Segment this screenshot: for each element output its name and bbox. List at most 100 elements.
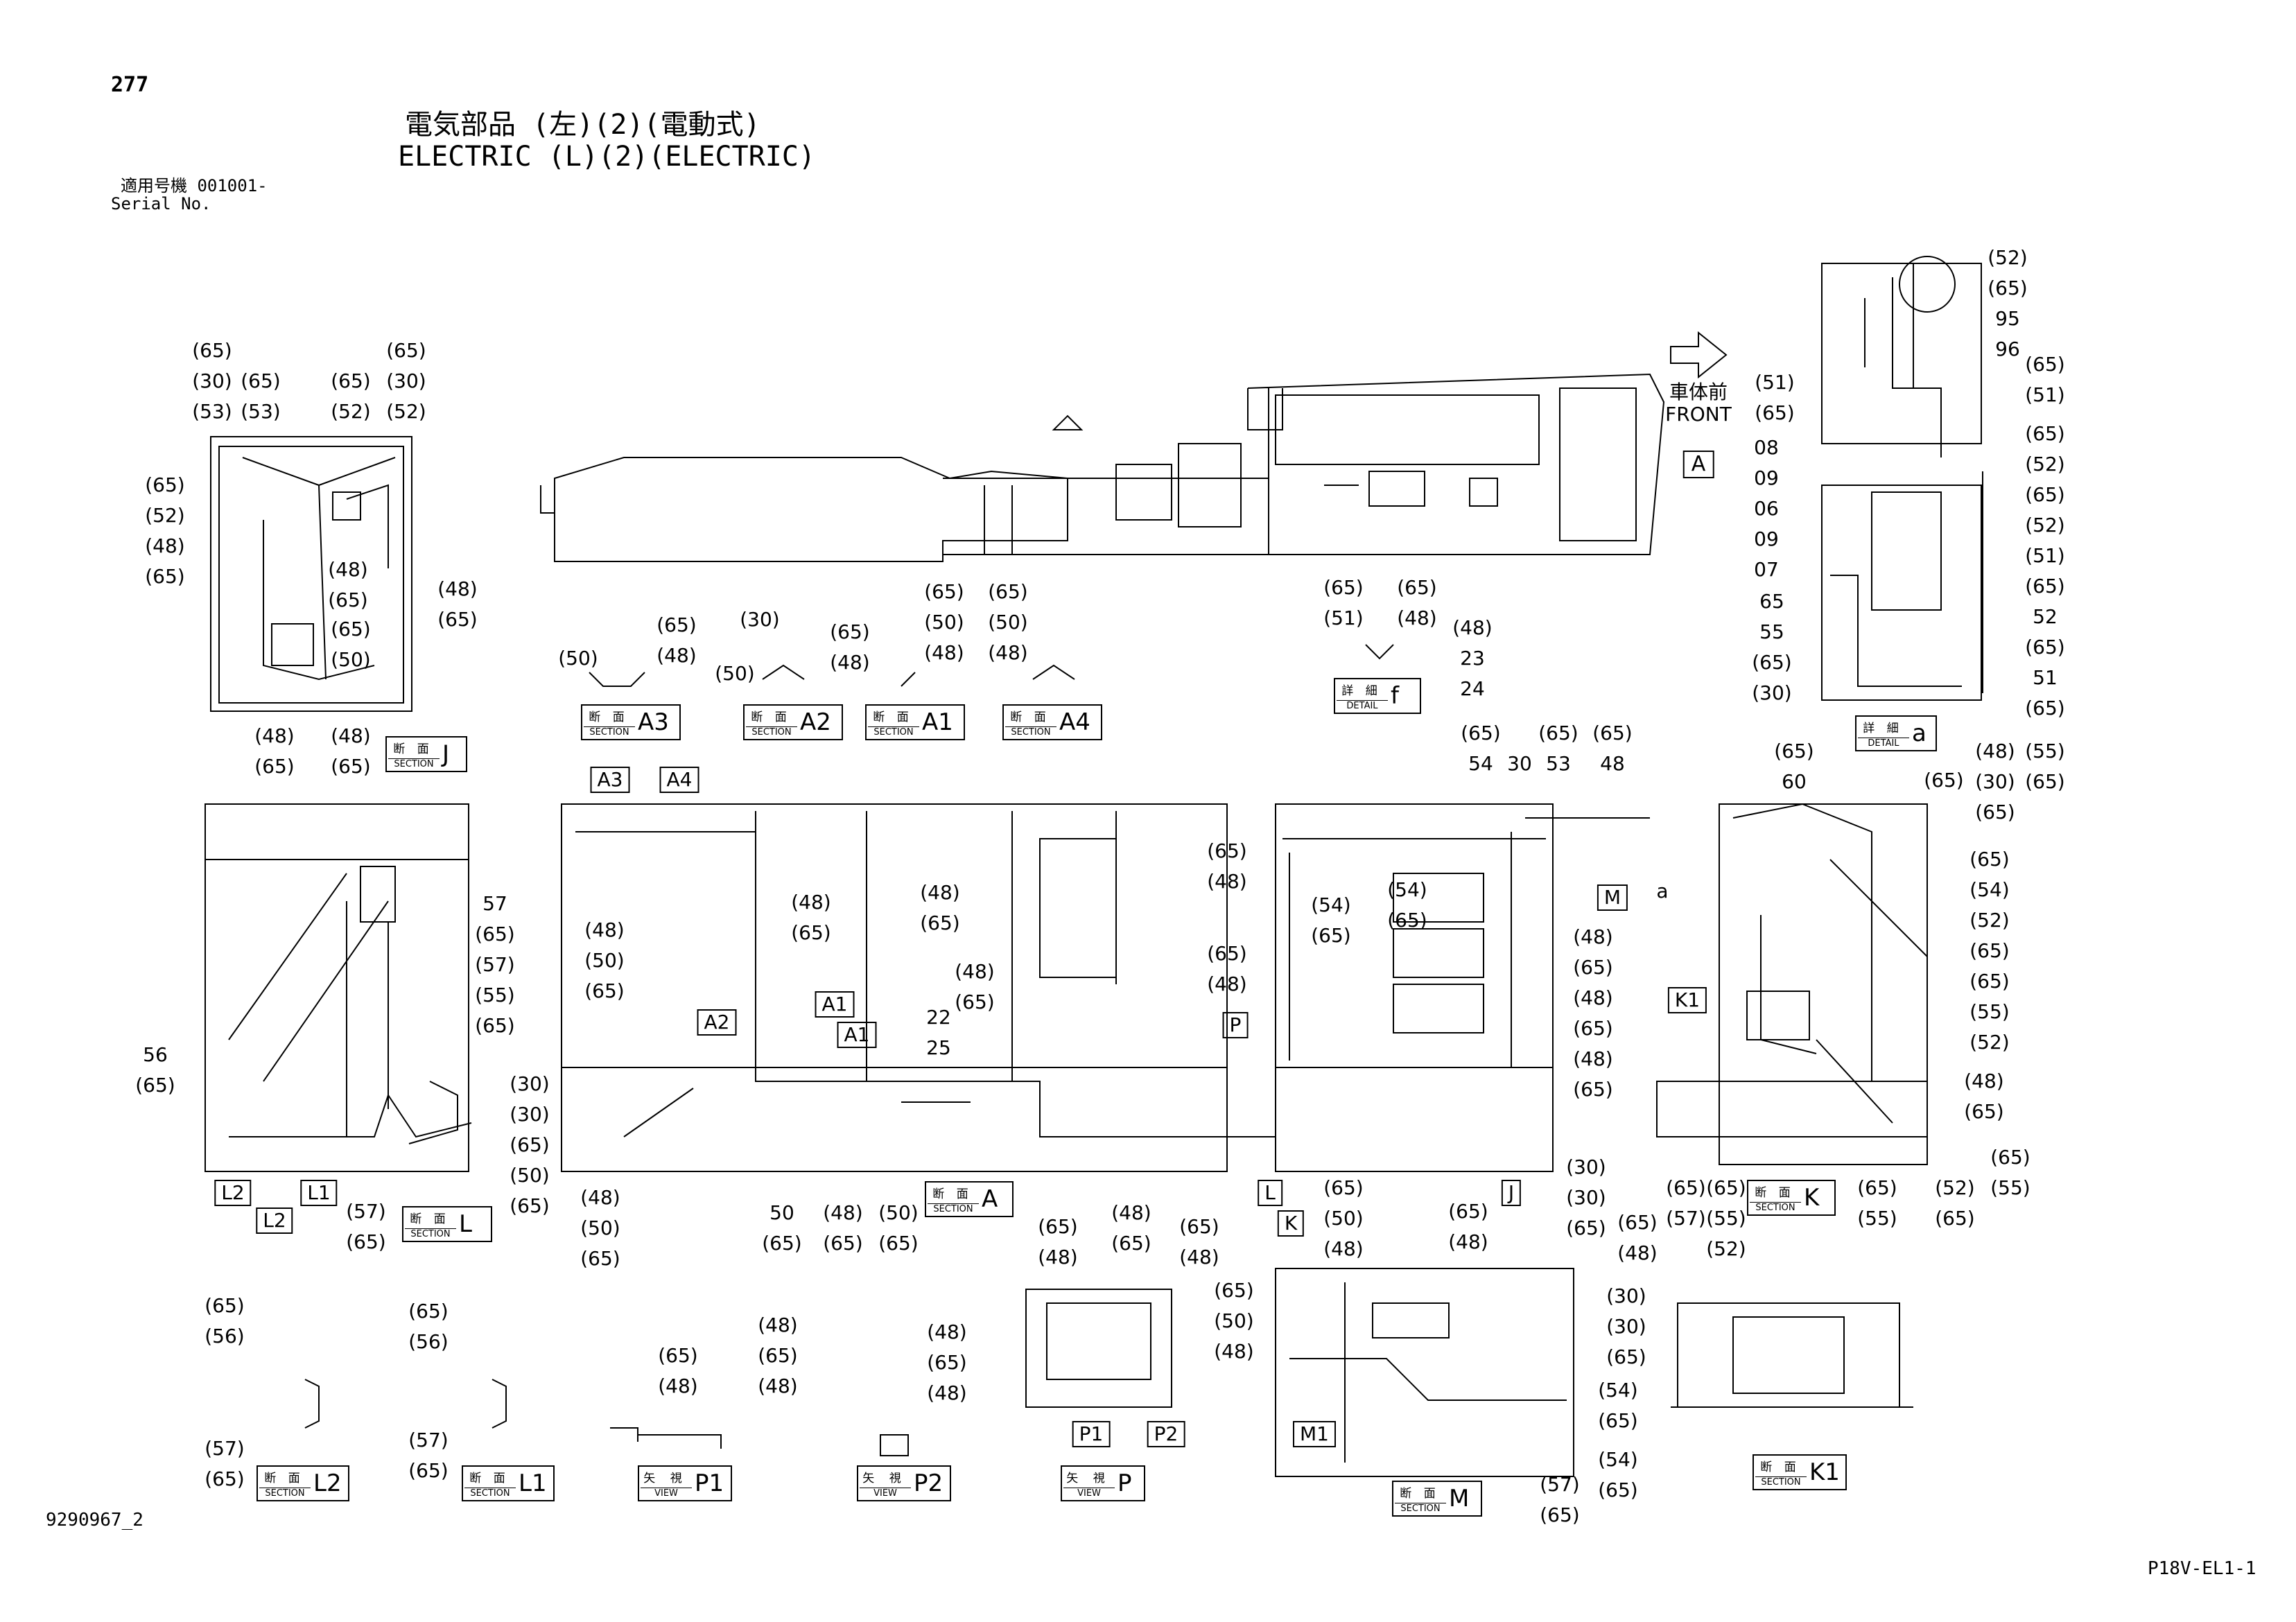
callout-line: (48) xyxy=(955,960,995,983)
callout: (65)(50) xyxy=(331,614,370,675)
callout: (48)(65) xyxy=(328,555,367,616)
callout-line: (48) xyxy=(1573,986,1613,1009)
callout-line: 57 xyxy=(482,892,507,915)
section-l-drawing xyxy=(205,803,472,1172)
callout-line: (65) xyxy=(437,608,478,631)
callout: (57)(65) xyxy=(346,1196,385,1257)
callout-line: (57) xyxy=(1540,1473,1580,1496)
callout-line: (52) xyxy=(2025,453,2065,476)
callout: (65)(52) xyxy=(331,366,370,427)
callout-line: (65) xyxy=(145,565,185,588)
callout-line: (50) xyxy=(1214,1309,1254,1332)
callout: (65) 60 xyxy=(1774,736,1814,797)
callout-line: 52 xyxy=(2033,605,2058,628)
callout-line: (48) xyxy=(791,891,831,914)
callout-line: (65) xyxy=(2025,770,2065,793)
callout: (65)(48) xyxy=(1448,1196,1488,1257)
view-marker: A2 xyxy=(697,1009,737,1036)
serial-label-english: Serial No. xyxy=(111,194,211,213)
section-box-jp: 矢 視 xyxy=(643,1472,688,1485)
callout-line: (65) xyxy=(510,1133,550,1156)
callout-line: (65) xyxy=(927,1351,967,1374)
callout: (48)(65) xyxy=(1964,1066,2003,1127)
callout: (65)(52)(48)(65) xyxy=(145,470,184,592)
section-box-id: f xyxy=(1391,682,1399,710)
front-label-english: FRONT xyxy=(1665,403,1732,426)
callout-line: (57) xyxy=(1666,1207,1706,1230)
callout-line: (65) xyxy=(1969,939,2010,962)
callout: (65)53 xyxy=(1538,718,1578,779)
callout-line: (48) xyxy=(758,1314,798,1336)
section-box-jp: 断 面 xyxy=(932,1187,973,1201)
section-box-id: A3 xyxy=(638,708,669,736)
callout: (65)(56) xyxy=(408,1296,448,1357)
callout: (50) xyxy=(558,647,598,670)
callout: (57)(65) xyxy=(1540,1470,1579,1531)
callout-line: (48) xyxy=(145,534,185,557)
section-box-jp: 断 面 xyxy=(751,710,791,724)
callout-line: (65) xyxy=(1774,740,1814,762)
callout-line: 09 xyxy=(1754,466,1779,489)
callout-line: (48) xyxy=(1573,1047,1613,1070)
callout: (65)54 xyxy=(1461,718,1500,779)
section-box-en: DETAIL xyxy=(1337,700,1388,711)
callout: (52)(65) xyxy=(1935,1173,1974,1234)
callout-line: (52) xyxy=(386,400,426,423)
callout-line: (65) xyxy=(1598,1479,1638,1501)
callout-line: (30) xyxy=(1606,1315,1646,1338)
callout-line: (48) xyxy=(1448,1230,1488,1253)
callout-line: (65) xyxy=(205,1294,245,1317)
callout-line: (48) xyxy=(988,641,1028,664)
callout-line: (65) xyxy=(955,991,995,1013)
callout-line: 60 xyxy=(1782,770,1807,793)
callout-line: (50) xyxy=(580,1216,620,1239)
view-marker: P xyxy=(1222,1012,1249,1038)
callout: (50)(65) xyxy=(878,1198,918,1259)
view-marker: P1 xyxy=(1072,1421,1111,1447)
section-box-id: A xyxy=(982,1185,998,1213)
callout: (54)(65) xyxy=(1387,875,1427,936)
section-box-a1: 断 面 SECTION A1 xyxy=(865,704,965,740)
callout-line: (65) xyxy=(1111,1232,1151,1255)
section-box-jp: 矢 視 xyxy=(1066,1472,1111,1485)
page-number: 277 xyxy=(111,73,149,97)
callout-line: 06 xyxy=(1754,497,1779,520)
section-box-id: A1 xyxy=(922,708,953,736)
view-marker: A3 xyxy=(590,767,630,793)
section-box-en: SECTION xyxy=(1755,1476,1807,1488)
view-marker: A1 xyxy=(815,991,855,1018)
callout-line: (50) xyxy=(331,648,371,671)
main-side-view-drawing xyxy=(540,373,1665,562)
callout-line: (51) xyxy=(1755,371,1795,394)
serial-label-japanese: 適用号機 001001- xyxy=(121,176,268,195)
section-box-en: SECTION xyxy=(464,1488,516,1499)
callout-line: (57) xyxy=(205,1437,245,1460)
callout-line: (30) xyxy=(1975,770,2015,793)
callout: (57)(65) xyxy=(205,1433,244,1494)
callout: (54)(65) xyxy=(1598,1375,1637,1436)
callout: (48)(30)(65) xyxy=(1975,736,2015,828)
view-marker: L2 xyxy=(256,1207,293,1234)
callout-line: (65) xyxy=(1755,401,1795,424)
callout-line: (48) xyxy=(1038,1246,1078,1268)
drawing-number: 9290967_2 xyxy=(46,1510,144,1531)
callout-line: (65) xyxy=(1038,1215,1078,1238)
callout-line: (48) xyxy=(830,651,870,674)
section-box-a3: 断 面 SECTION A3 xyxy=(581,704,681,740)
callout-line: (55) xyxy=(1857,1207,1897,1230)
callout-line: (50) xyxy=(510,1164,550,1187)
callout-line: (65) xyxy=(1207,839,1247,862)
bottom-small-views xyxy=(304,1268,1913,1477)
callout-line: (48) xyxy=(1964,1070,2004,1092)
section-box-a2: 断 面 SECTION A2 xyxy=(743,704,843,740)
view-marker: P2 xyxy=(1147,1421,1185,1447)
section-box-id: M xyxy=(1449,1485,1470,1512)
callout: (48)(65) xyxy=(254,721,294,782)
callout: (48)(65)(48) xyxy=(927,1317,966,1409)
section-box-id: L2 xyxy=(313,1470,342,1497)
callout-line: (65) xyxy=(762,1232,802,1255)
callout-line: (57) xyxy=(346,1200,386,1223)
section-box-id: A2 xyxy=(800,708,831,736)
